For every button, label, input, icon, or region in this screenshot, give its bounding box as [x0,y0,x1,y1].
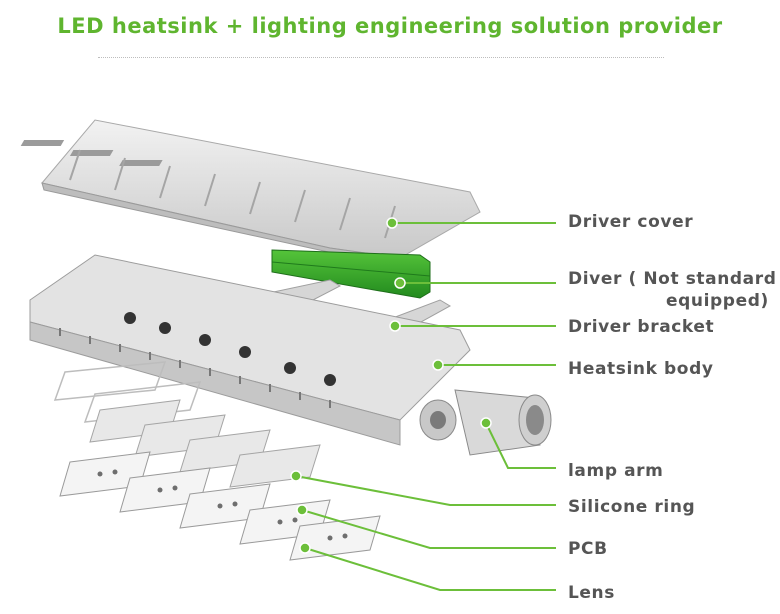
label-heatsink-body: Heatsink body [568,359,714,379]
label-driver-line1: Diver ( Not standard [568,269,777,289]
leader-dots [290,217,492,554]
label-lamp-arm: lamp arm [568,461,664,481]
label-driver-cover: Driver cover [568,212,694,232]
label-lens: Lens [568,583,615,603]
page-title: LED heatsink + lighting engineering solu… [57,14,723,38]
label-pcb: PCB [568,539,608,559]
lamp-arm-part [419,389,552,456]
label-silicone-ring: Silicone ring [568,497,696,517]
title-divider [98,57,664,58]
label-driver-bracket: Driver bracket [568,317,715,337]
driver-part [271,249,431,299]
silicone-ring-part [53,361,202,423]
lens-dots [97,469,348,541]
heatsink-body-part [29,254,471,446]
label-driver-line2: equipped) [666,291,769,311]
leader-lines [295,222,556,591]
driver-cover-part [20,119,481,269]
